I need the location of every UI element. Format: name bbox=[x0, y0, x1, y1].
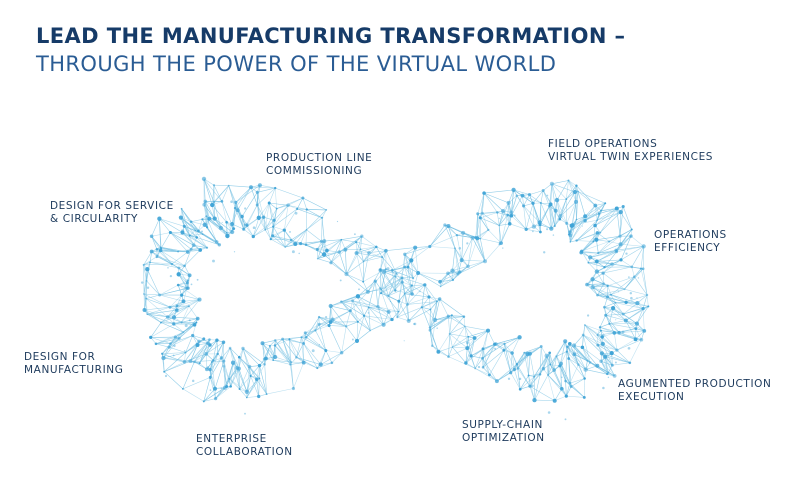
mesh-nodes bbox=[140, 176, 650, 421]
page-title: LEAD THE MANUFACTURING TRANSFORMATION – bbox=[36, 24, 626, 48]
page-subtitle: THROUGH THE POWER OF THE VIRTUAL WORLD bbox=[36, 52, 557, 76]
label-design-for-service: DESIGN FOR SERVICE& CIRCULARITY bbox=[50, 200, 174, 225]
